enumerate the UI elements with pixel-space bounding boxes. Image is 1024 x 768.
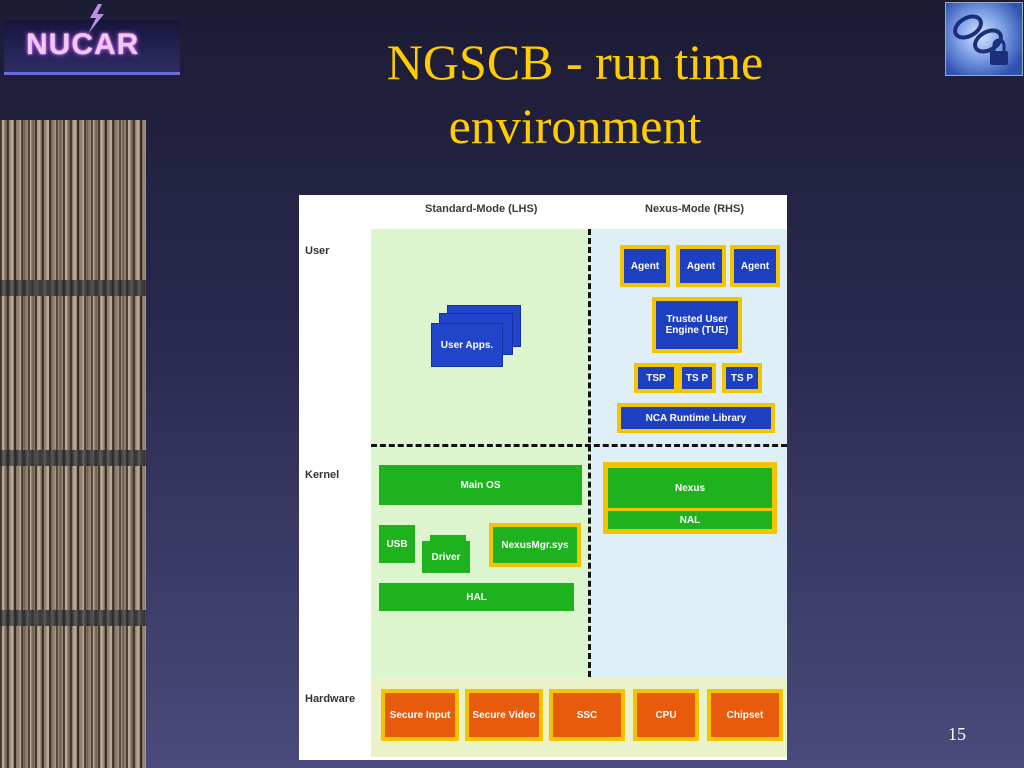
agent-box: Agent — [730, 245, 780, 287]
ngscb-diagram: Standard-Mode (LHS) Nexus-Mode (RHS) Use… — [299, 195, 787, 760]
usb-box: USB — [379, 525, 415, 563]
hardware-ssc: SSC — [549, 689, 625, 741]
stick-tie — [0, 610, 146, 626]
row-label-hardware: Hardware — [305, 693, 356, 705]
lightning-icon — [88, 4, 104, 34]
layer-divider — [371, 444, 787, 447]
nexusmgr-box: NexusMgr.sys — [489, 523, 581, 567]
agent-box: Agent — [676, 245, 726, 287]
stick-tie — [0, 450, 146, 466]
page-number: 15 — [948, 724, 966, 744]
ts-box: TS P — [678, 363, 716, 393]
row-label-kernel: Kernel — [305, 469, 340, 481]
hardware-chipset: Chipset — [707, 689, 783, 741]
agent-box: Agent — [620, 245, 670, 287]
ts-box: TS P — [722, 363, 762, 393]
nucar-logo: NUCAR — [4, 4, 180, 75]
tsp-box: TSP — [634, 363, 678, 393]
nca-runtime-box: NCA Runtime Library — [617, 403, 775, 433]
hardware-cpu: CPU — [633, 689, 699, 741]
title-line-2: environment — [448, 98, 702, 154]
column-header-rhs: Nexus-Mode (RHS) — [645, 203, 745, 215]
tue-box: Trusted User Engine (TUE) — [652, 297, 742, 353]
slide-title: NGSCB - run time environment — [300, 30, 850, 158]
logo-text: NUCAR — [26, 28, 140, 61]
sticks-image — [0, 120, 146, 768]
column-header-lhs: Standard-Mode (LHS) — [425, 203, 538, 215]
hardware-secure-video: Secure Video — [465, 689, 543, 741]
title-line-1: NGSCB - run time — [386, 34, 764, 90]
stick-tie — [0, 280, 146, 296]
hal-box: HAL — [379, 583, 574, 611]
main-os-box: Main OS — [379, 465, 582, 505]
chain-icon — [953, 14, 1008, 65]
nal-box: NAL — [608, 511, 772, 529]
user-apps-box: User Apps. — [431, 323, 503, 367]
mode-divider — [588, 229, 591, 677]
nexus-label: Nexus — [608, 468, 772, 508]
driver-box: Driver — [422, 541, 470, 573]
hardware-secure-input: Secure Input — [381, 689, 459, 741]
row-label-user: User — [305, 245, 330, 257]
chain-lock-image — [945, 2, 1023, 76]
